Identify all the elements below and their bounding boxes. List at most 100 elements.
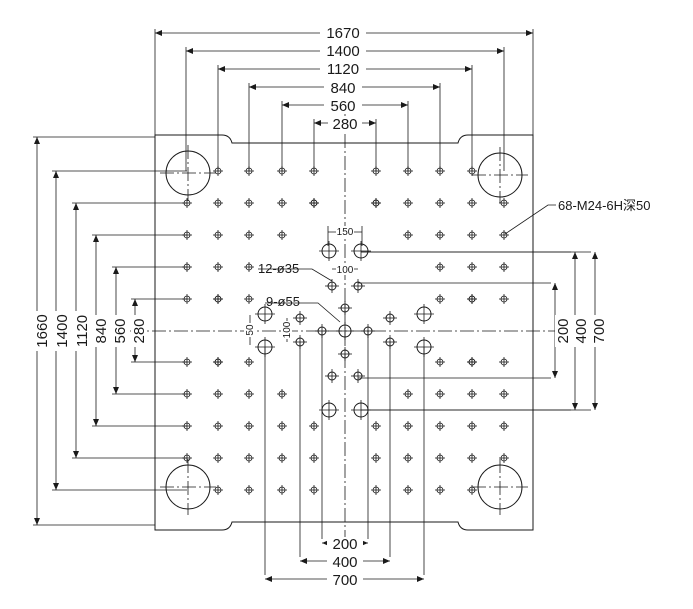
dim-left-1400: 1400 [54,314,71,347]
threaded-hole-mark [499,262,509,272]
threaded-hole-mark [213,453,223,463]
dimension-lines [33,29,598,582]
threaded-hole-mark [435,294,445,304]
locating-hole [255,304,275,324]
locating-hole [336,322,354,340]
dim-left-1660: 1660 [34,314,51,347]
threaded-hole-mark [309,485,319,495]
thread-callout: 68-M24-6H深50 [558,198,651,213]
dim-top-1670: 1670 [326,25,359,42]
tie-bar-top-left [160,145,216,201]
dim-50-vertical: 50 [245,324,256,336]
threaded-hole-mark [467,294,477,304]
threaded-hole-mark [213,389,223,399]
threaded-hole-mark [467,453,477,463]
threaded-hole-mark [277,453,287,463]
locating-hole [293,311,307,325]
dim-right-400: 400 [573,318,590,343]
threaded-hole-mark [213,198,223,208]
dim-top-560: 560 [330,98,355,115]
tie-bar-top-right [472,147,528,203]
threaded-holes [182,166,509,495]
threaded-hole-mark [277,230,287,240]
left-dimensions: 1660 1400 1120 840 560 280 [34,311,148,351]
locating-hole [325,279,339,293]
threaded-hole-mark [277,421,287,431]
threaded-hole-mark [403,198,413,208]
locating-hole [338,301,352,315]
threaded-hole-mark [403,485,413,495]
holes35-callout: 12-ø35 [258,261,299,276]
threaded-hole-mark [403,230,413,240]
dim-left-560: 560 [112,318,129,343]
threaded-hole-mark [244,421,254,431]
threaded-hole-mark [213,357,223,367]
threaded-hole-mark [467,421,477,431]
locating-hole [414,304,434,324]
right-dimensions: 200 400 700 [555,315,608,347]
threaded-hole-mark [435,198,445,208]
dim-150: 150 [337,227,354,238]
dim-top-280: 280 [332,116,357,133]
threaded-hole-mark [309,198,319,208]
threaded-hole-mark [435,421,445,431]
dim-100-horizontal: 100 [337,265,354,276]
threaded-hole-mark [244,294,254,304]
threaded-hole-mark [213,294,223,304]
threaded-hole-mark [435,262,445,272]
threaded-hole-mark [244,357,254,367]
threaded-hole-mark [277,198,287,208]
locating-holes [255,241,434,420]
threaded-hole-mark [499,357,509,367]
tie-bar-bottom-left [160,459,216,515]
threaded-hole-mark [244,230,254,240]
threaded-hole-mark [499,389,509,399]
threaded-hole-mark [499,421,509,431]
threaded-hole-mark [435,453,445,463]
threaded-hole-mark [435,389,445,399]
threaded-hole-mark [499,453,509,463]
dim-right-200: 200 [555,318,572,343]
threaded-hole-mark [467,389,477,399]
locating-hole [351,241,371,261]
locating-hole [319,241,339,261]
bottom-dimensions: 200 400 700 [327,536,363,589]
threaded-hole-mark [213,230,223,240]
threaded-hole-mark [467,230,477,240]
locating-hole [351,369,365,383]
dim-100-vertical: 100 [282,321,293,338]
threaded-hole-mark [309,421,319,431]
threaded-hole-mark [277,389,287,399]
dim-bottom-700: 700 [332,572,357,589]
locating-hole [338,347,352,361]
threaded-hole-mark [277,485,287,495]
dim-bottom-400: 400 [332,554,357,571]
threaded-hole-mark [435,485,445,495]
threaded-hole-mark [403,421,413,431]
tie-bar-bottom-right [472,459,528,515]
threaded-hole-mark [213,421,223,431]
locating-hole [325,369,339,383]
threaded-hole-mark [499,294,509,304]
dim-left-280: 280 [131,318,148,343]
callouts: 68-M24-6H深50 12-ø35 9-ø55 150 100 100 50 [244,198,651,345]
dim-top-840: 840 [330,80,355,97]
threaded-hole-mark [244,389,254,399]
threaded-hole-mark [244,485,254,495]
dim-left-840: 840 [93,318,110,343]
threaded-hole-mark [403,453,413,463]
threaded-hole-mark [244,198,254,208]
dim-left-1120: 1120 [74,315,91,347]
threaded-hole-mark [403,389,413,399]
threaded-hole-mark [213,485,223,495]
threaded-hole-mark [467,198,477,208]
threaded-hole-mark [435,230,445,240]
threaded-hole-mark [244,453,254,463]
platen-outline [154,134,534,531]
threaded-hole-mark [499,198,509,208]
locating-hole [351,279,365,293]
threaded-hole-mark [371,453,381,463]
locating-hole [383,311,397,325]
